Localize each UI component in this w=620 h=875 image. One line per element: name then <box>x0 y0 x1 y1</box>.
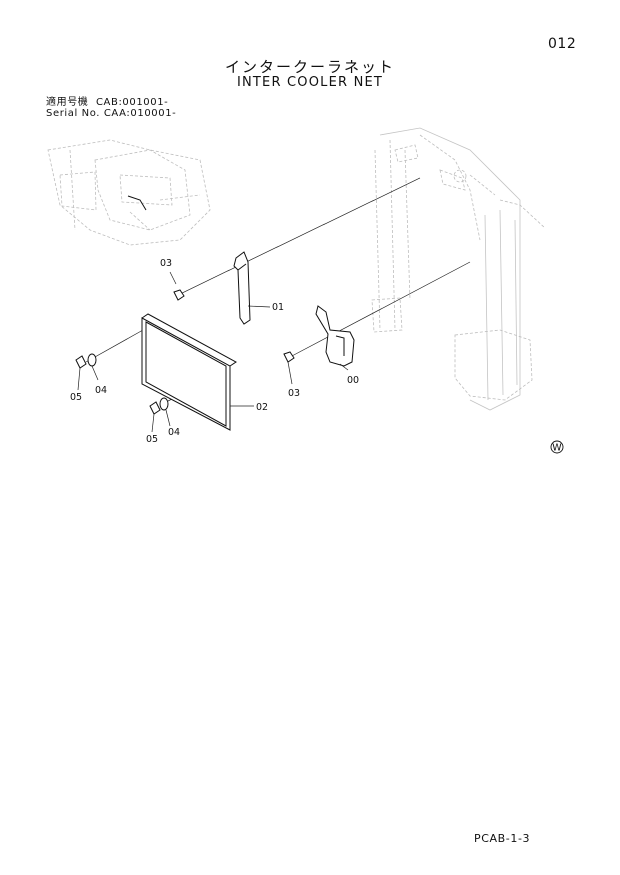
page-title-english: INTER COOLER NET <box>236 75 384 90</box>
circled-w-mark: W <box>550 440 564 454</box>
bolt-part-03-upper <box>169 271 185 301</box>
bracket-part-01 <box>233 251 271 325</box>
page-title-japanese: インタークーラネット <box>224 58 395 76</box>
callout-04-lower: 04 <box>168 427 180 438</box>
washer-bolt-lower <box>149 397 171 433</box>
bolt-part-03-lower <box>283 351 295 385</box>
callout-01: 01 <box>272 302 284 313</box>
callout-03-lower: 03 <box>288 388 300 399</box>
svg-text:W: W <box>552 443 562 454</box>
footer-catalog-code: PCAB-1-3 <box>474 832 531 845</box>
callout-03-upper: 03 <box>160 258 172 269</box>
washer-bolt-left <box>75 353 99 391</box>
bracket-part-00 <box>315 305 355 371</box>
serial-number-line: Serial No. CAA:010001- <box>46 108 177 119</box>
callout-02: 02 <box>256 402 268 413</box>
page-number: 012 <box>548 36 577 52</box>
net-panel-part-02 <box>141 313 254 431</box>
callout-05-left: 05 <box>70 392 82 403</box>
background-engine-outline <box>47 139 211 246</box>
callout-04-left: 04 <box>95 385 107 396</box>
serial-applicable-line: 適用号機 CAB:001001- <box>46 97 169 108</box>
background-radiator-frame <box>371 127 546 411</box>
callout-05-lower: 05 <box>146 434 158 445</box>
callout-00: 00 <box>347 375 359 386</box>
